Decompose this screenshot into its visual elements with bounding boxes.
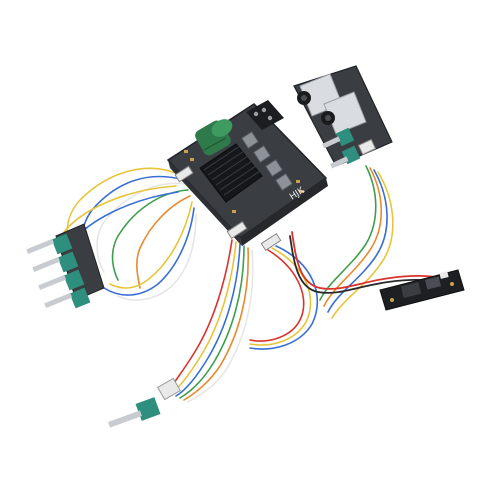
wire-white (96, 182, 187, 273)
smd-components (184, 150, 304, 213)
wire-red (167, 239, 233, 393)
potentiometer-2 (32, 251, 79, 273)
main-amplifier-board: HJK (166, 100, 328, 251)
wire-yellow (109, 201, 193, 289)
wire-white (117, 213, 197, 301)
wire-yellow (171, 241, 237, 395)
audio-input-module (293, 65, 393, 169)
heatsink (199, 143, 263, 203)
pcb-edge (240, 178, 328, 246)
pcb-edge-left (168, 160, 242, 246)
center-wire-harness (167, 239, 254, 403)
tone-control-potentiometers (26, 223, 105, 309)
potentiometer-1 (26, 233, 73, 255)
wire-yellow (63, 185, 177, 233)
wire-blue (175, 243, 241, 397)
wire-green (111, 189, 189, 281)
wire-blue (103, 207, 195, 296)
module-potentiometer (321, 127, 361, 169)
wire-blue (327, 169, 388, 313)
volume-potentiometer (107, 377, 181, 428)
wire-red (249, 249, 305, 342)
bluetooth-module (379, 269, 465, 311)
speaker-terminal-block (246, 100, 284, 130)
wire-green (179, 245, 245, 399)
wire-green (319, 165, 377, 301)
electrolytic-capacitor (195, 119, 233, 156)
wire-orange (183, 247, 250, 401)
module-connector (357, 138, 377, 156)
board-connectors (174, 165, 282, 251)
wire-orange (136, 195, 191, 289)
wire-yellow (331, 171, 394, 319)
jack-right (321, 91, 367, 135)
potentiometer-4 (44, 287, 91, 309)
inductors (241, 131, 293, 191)
wire-blue (249, 245, 319, 350)
wire-white (187, 249, 254, 403)
potentiometer-3 (38, 269, 85, 291)
wire-red (291, 231, 453, 290)
